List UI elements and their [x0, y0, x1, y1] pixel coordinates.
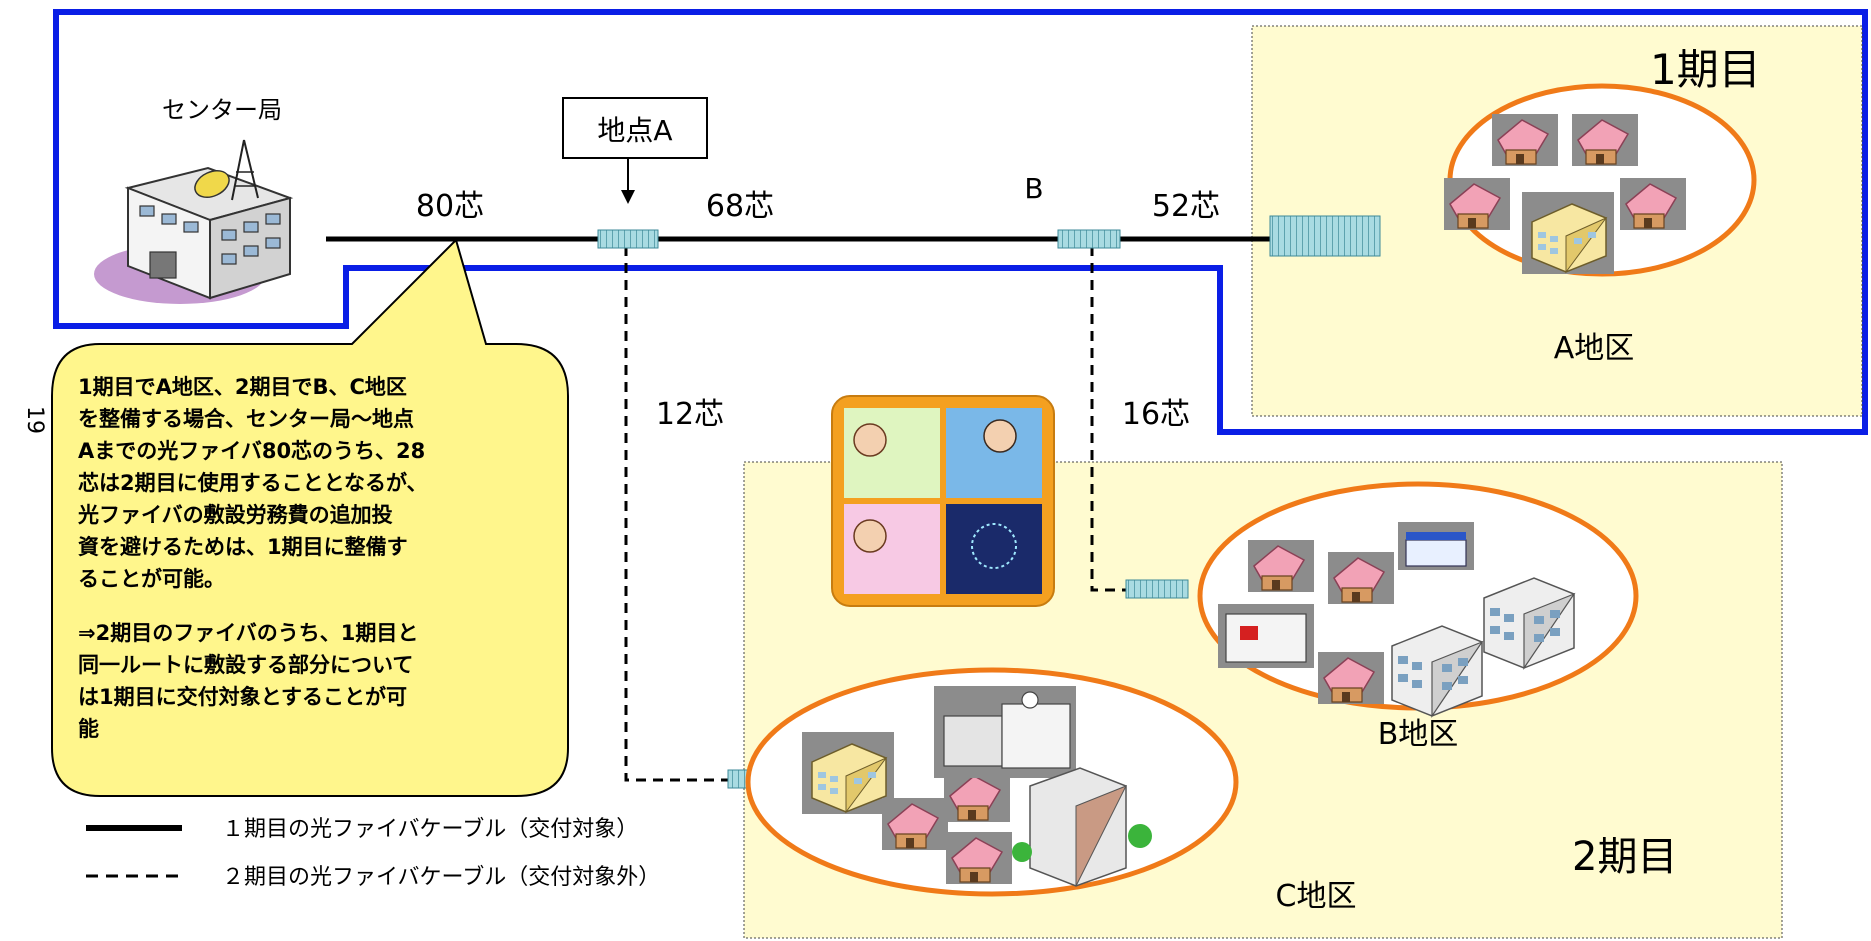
center-station-label: センター局: [162, 96, 282, 124]
core-count-center-a: 80芯: [416, 189, 484, 224]
post-office-icon: [1218, 604, 1314, 668]
legend-dashed-label: ２期目の光ファイバケーブル（交付対象外）: [222, 865, 660, 890]
connector-point-b: [1057, 229, 1121, 249]
callout-text: 1期目でA地区、2期目でB、C地区 を整備する場合、センター局～地点 Aまでの光…: [77, 375, 435, 741]
house-icon: [1317, 651, 1385, 705]
branch-b-fiber-line: [1090, 246, 1126, 592]
callout-line: を整備する場合、センター局～地点: [78, 407, 414, 431]
callout-line: ることが可能。: [78, 567, 225, 591]
core-count-branch-b: 16芯: [1122, 397, 1190, 432]
satellite-dish-icon: [194, 169, 230, 199]
info-board-icon: [831, 395, 1055, 607]
house-icon: [1327, 551, 1395, 605]
callout-line: 芯は2期目に使用することとなるが、: [78, 471, 428, 495]
school-building-icon: [1521, 191, 1615, 275]
callout-line: Aまでの光ファイバ80芯のうち、28: [78, 439, 425, 463]
callout-line: 能: [78, 717, 99, 741]
area-b-cluster: B地区: [1197, 481, 1639, 752]
callout-line: 資を避けるためは、1期目に整備す: [78, 535, 408, 559]
point-a-box: 地点A: [562, 97, 708, 159]
connector-area-a: [1269, 215, 1381, 257]
area-a-label: A地区: [1554, 331, 1635, 366]
house-icon: [1491, 113, 1559, 167]
callout-line: 同一ルートに敷設する部分について: [78, 653, 413, 677]
antenna-tower-icon: [231, 139, 259, 201]
area-a-cluster: A地区: [1443, 83, 1757, 366]
legend-solid-label: １期目の光ファイバケーブル（交付対象）: [222, 817, 638, 842]
apartment-building-icon: [1012, 767, 1152, 887]
phase-2-label: 2期目: [1572, 834, 1677, 880]
shop-building-icon: [1398, 522, 1474, 570]
house-icon: [1571, 113, 1639, 167]
phase1-frame: [53, 9, 1868, 435]
area-c-label: C地区: [1276, 879, 1357, 914]
point-a-arrow: [621, 158, 635, 204]
point-b-label: B: [1024, 172, 1043, 205]
connector-point-a: [597, 229, 659, 249]
house-icon: [881, 797, 949, 851]
callout-bubble: 1期目でA地区、2期目でB、C地区 を整備する場合、センター局～地点 Aまでの光…: [51, 238, 569, 797]
center-station: センター局: [94, 96, 294, 304]
house-icon: [1443, 177, 1511, 231]
area-b-label: B地区: [1378, 717, 1459, 752]
core-count-a-b: 68芯: [706, 189, 774, 224]
branch-c-fiber-line: [624, 246, 728, 782]
callout-line: 光ファイバの敷設労務費の追加投: [77, 503, 393, 527]
area-c-cluster: C地区: [745, 667, 1357, 914]
point-a-label: 地点A: [597, 114, 672, 147]
phase-1-label: 1期目: [1650, 45, 1761, 94]
house-icon: [1247, 539, 1315, 593]
city-hall-building-icon: [934, 686, 1076, 778]
callout-line: は1期目に交付対象とすることが可: [78, 685, 407, 709]
callout-line: ⇒2期目のファイバのうち、1期目と: [78, 621, 418, 645]
core-count-b-area-a: 52芯: [1152, 189, 1220, 224]
page-number: 19: [22, 406, 47, 434]
school-building-icon: [801, 731, 895, 815]
house-icon: [1619, 177, 1687, 231]
callout-line: 1期目でA地区、2期目でB、C地区: [78, 375, 407, 399]
callout-shape: [51, 238, 569, 797]
core-count-branch-c: 12芯: [656, 397, 724, 432]
house-icon: [945, 831, 1013, 885]
connector-area-b: [1125, 579, 1189, 599]
legend: １期目の光ファイバケーブル（交付対象） ２期目の光ファイバケーブル（交付対象外）: [86, 817, 660, 890]
